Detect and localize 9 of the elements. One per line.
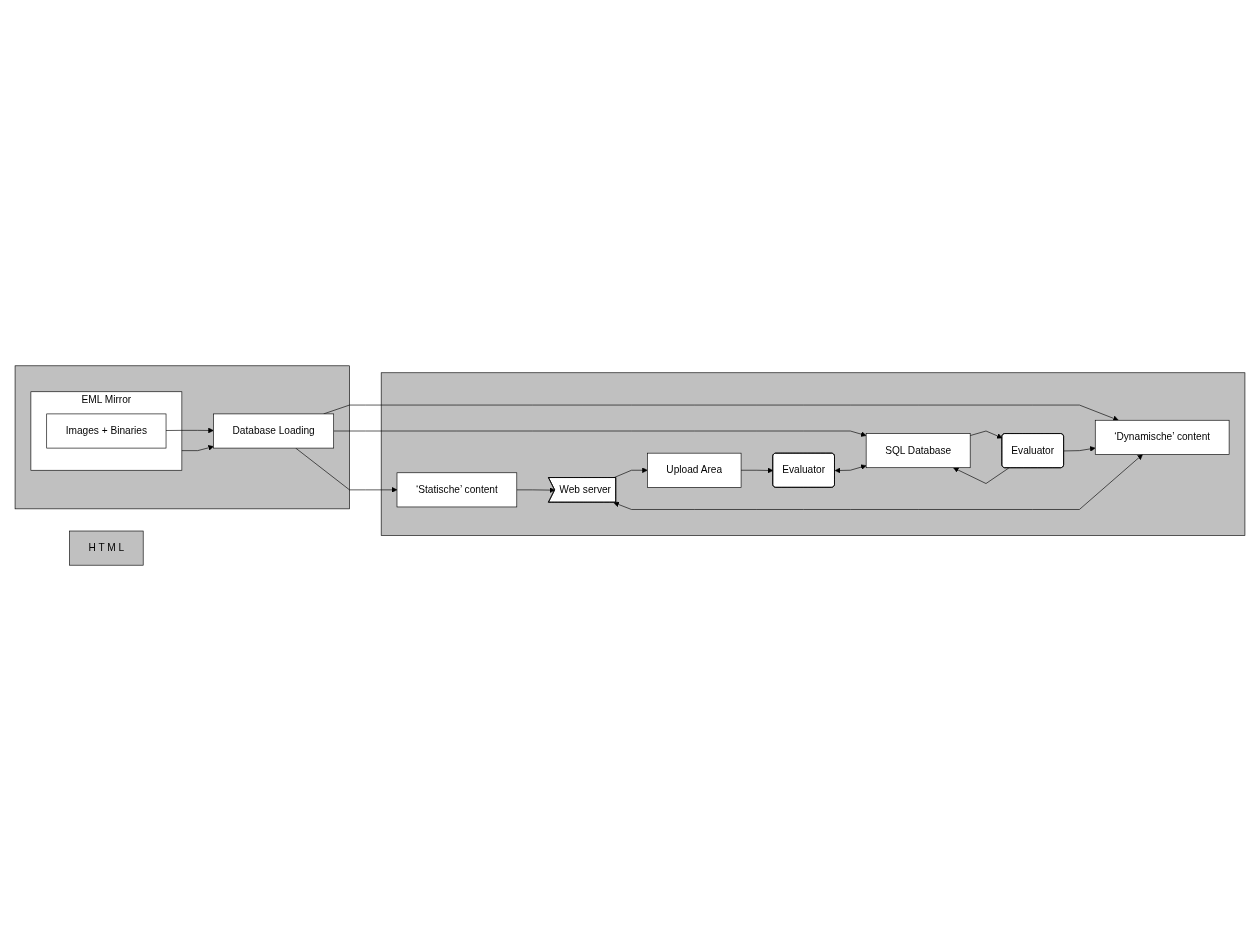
node-box: SQL Database xyxy=(865,433,971,469)
node-box: ‘Dynamische’ content xyxy=(1094,419,1230,455)
node-box: ‘Statische’ content xyxy=(396,472,518,508)
node-box: Images + Binaries xyxy=(46,413,167,449)
node-box: Upload Area xyxy=(647,452,742,488)
node-box: H T M L xyxy=(69,530,144,566)
cluster xyxy=(380,372,1246,536)
node-box: Database Loading xyxy=(213,413,334,449)
cluster xyxy=(14,365,350,510)
